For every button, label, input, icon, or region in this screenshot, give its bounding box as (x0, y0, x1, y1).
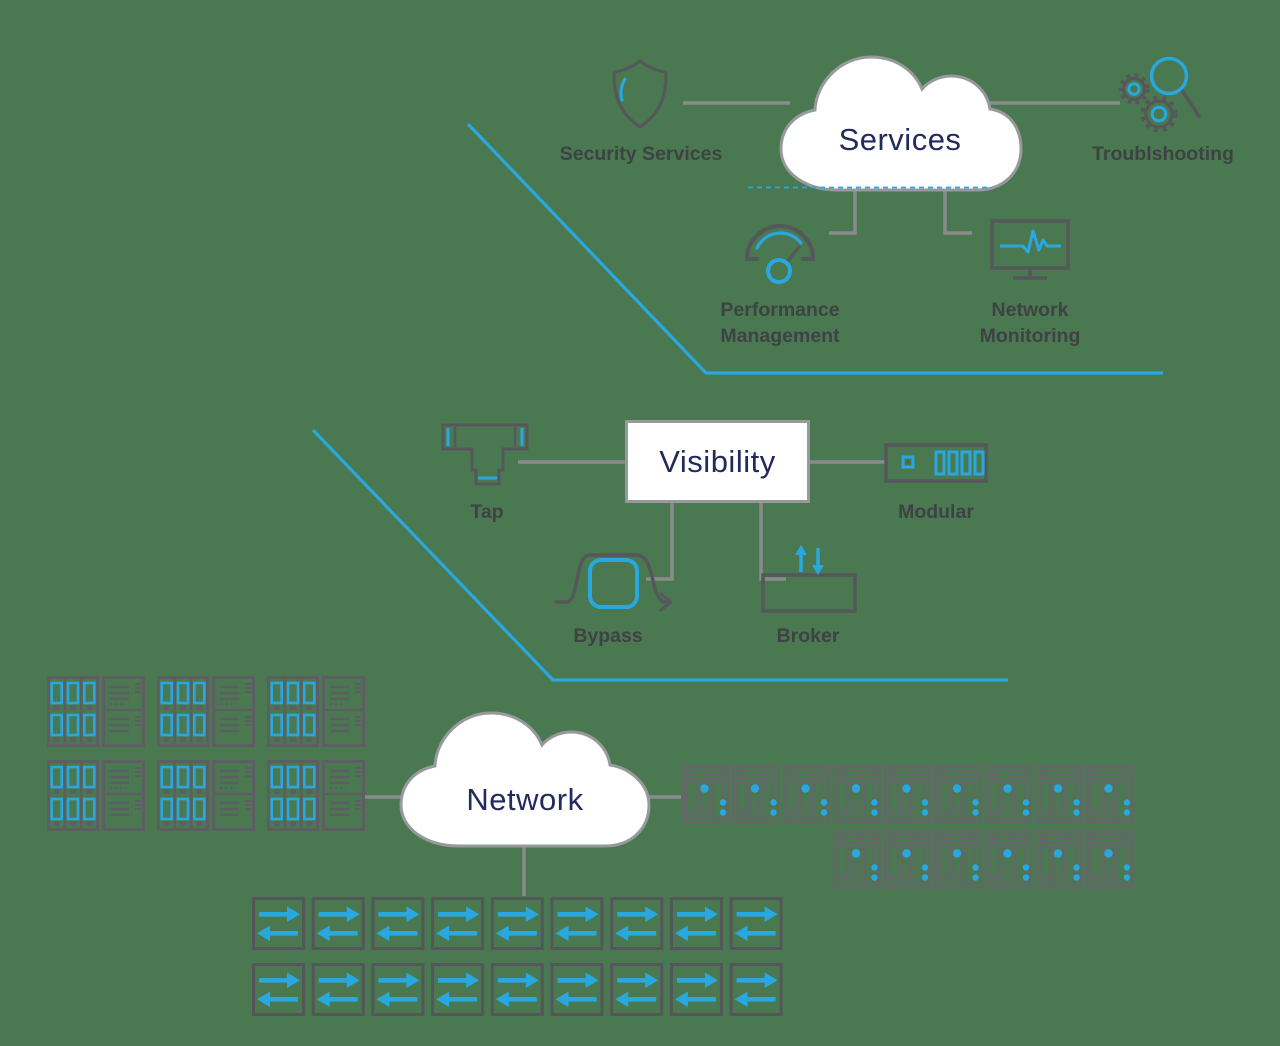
tap-icon (441, 423, 529, 486)
gears-magnifier-icon (1118, 56, 1202, 133)
traffic-arrows-icon (669, 963, 723, 1016)
network-cloud (399, 711, 651, 848)
security-services-label: Security Services (559, 143, 723, 165)
server-rack-icon (157, 676, 255, 747)
traffic-arrows-icon (490, 963, 544, 1016)
traffic-arrows-icon (669, 897, 723, 950)
tap-label: Tap (470, 501, 504, 523)
server-tower-icon (1086, 765, 1133, 824)
traffic-arrows-icon (490, 897, 544, 950)
traffic-arrows-icon (729, 963, 783, 1016)
traffic-arrows-icon (431, 963, 485, 1016)
connector-lines (365, 101, 1120, 896)
server-tower-icon (833, 830, 881, 889)
server-rack-icon (47, 676, 145, 747)
server-tower-icon (1035, 765, 1083, 824)
visibility-box-title: Visibility (659, 443, 776, 479)
monitor-pulse-icon (990, 219, 1070, 280)
traffic-arrows-icon (610, 897, 664, 950)
traffic-arrows-icon (371, 963, 425, 1016)
visibility-box: Visibility (625, 420, 810, 503)
server-tower-icon (682, 765, 729, 824)
layer-separator-services (466, 122, 1163, 375)
server-tower-icon (985, 830, 1032, 889)
server-tower-icon (732, 765, 780, 824)
server-rack-icon (157, 760, 255, 831)
traffic-arrows-icon (610, 963, 664, 1016)
server-tower-icon (934, 765, 982, 824)
server-rack-icon (267, 676, 365, 747)
services-cloud (748, 55, 1023, 192)
gauge-icon (744, 224, 816, 284)
server-tower-icon (833, 765, 881, 824)
troubleshooting-label: Troublshooting (1092, 143, 1234, 165)
server-rack-icon (267, 760, 365, 831)
broker-label: Broker (776, 625, 840, 647)
broker-icon (761, 545, 857, 613)
layer-separator-visibility (311, 428, 1008, 682)
performance-management-label: Performance Management (720, 299, 840, 347)
traffic-arrows-icon (550, 963, 604, 1016)
server-rack-icon (47, 760, 145, 831)
traffic-arrows-icon (431, 897, 485, 950)
shield-icon (612, 59, 668, 129)
network-monitoring-label: Network Monitoring (979, 299, 1081, 347)
traffic-arrows-icon (311, 963, 365, 1016)
server-tower-icon (884, 830, 931, 889)
server-tower-icon (884, 765, 931, 824)
server-tower-icon (1035, 830, 1083, 889)
traffic-arrows-icon (729, 897, 783, 950)
traffic-arrows-icon (252, 897, 305, 950)
modular-appliance-icon (884, 443, 988, 483)
server-tower-icon (783, 765, 830, 824)
network-cloud-title: Network (466, 782, 584, 817)
traffic-arrows-icon (550, 897, 604, 950)
server-tower-icon (934, 830, 982, 889)
services-cloud-title: Services (838, 122, 962, 157)
traffic-arrows-icon (311, 897, 365, 950)
server-tower-icon (985, 765, 1032, 824)
bypass-label: Bypass (573, 625, 643, 647)
traffic-arrows-icon (252, 963, 305, 1016)
modular-label: Modular (898, 501, 974, 523)
server-tower-icon (1086, 830, 1133, 889)
traffic-arrows-icon (371, 897, 425, 950)
bypass-icon (554, 553, 673, 612)
